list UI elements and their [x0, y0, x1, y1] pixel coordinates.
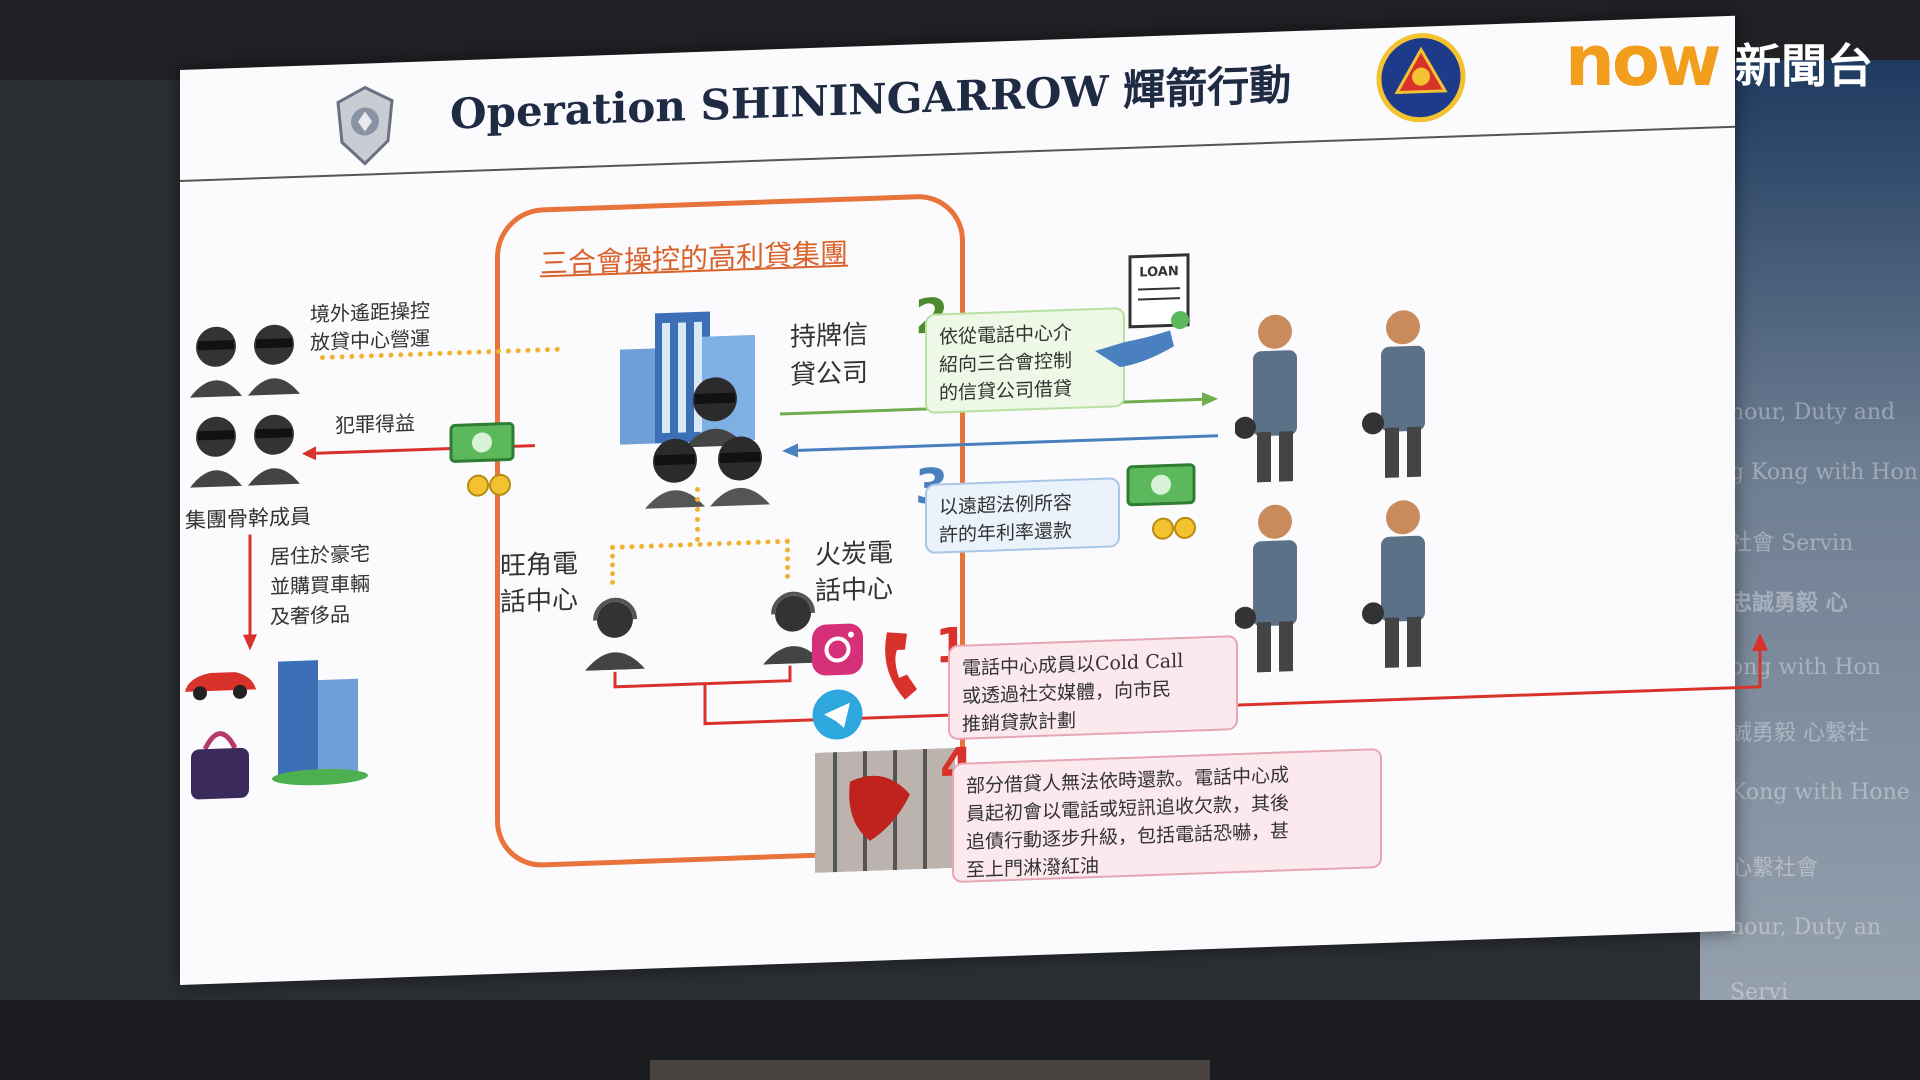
masked-criminals-icon — [645, 377, 770, 509]
crime-proceeds-label: 犯罪得益 — [335, 410, 415, 438]
backdrop-text: ong with Hon — [1730, 655, 1881, 680]
call-agent-icon — [763, 591, 823, 665]
phone-handset-icon — [885, 632, 917, 700]
backdrop-text: nour, Duty and — [1730, 400, 1896, 425]
presentation-slide: Operation SHININGARROW 輝箭行動 三合會操控的高利貸集團 … — [180, 15, 1768, 986]
borrowers-icon — [1235, 310, 1425, 673]
backdrop-text: 誠勇毅 心繫社 — [1730, 721, 1869, 746]
money-icon — [449, 422, 515, 497]
podium — [650, 1060, 1210, 1080]
backdrop-text: g Kong with Hon — [1730, 460, 1918, 485]
dotted-link — [610, 544, 615, 585]
call-agent-icon — [585, 597, 645, 671]
step3-callout: 以遠超法例所容 許的年利率還款 — [925, 477, 1120, 554]
broadcaster-logo: now — [1565, 20, 1722, 102]
step3-arrow — [782, 434, 1218, 458]
dotted-link — [695, 486, 700, 543]
backdrop-text: 社會 Servin — [1730, 531, 1854, 556]
loan-document-icon: LOAN — [1095, 253, 1190, 368]
title-divider — [180, 125, 1735, 182]
channel-name: 新聞台 — [1735, 39, 1873, 93]
backdrop-banner: nour, Duty and g Kong with Hon 社會 Servin… — [1700, 60, 1920, 1060]
step1-callout: 電話中心成員以Cold Call 或透過社交媒體，向市民 推銷貸款計劃 — [948, 635, 1238, 741]
loan-document-label: LOAN — [1139, 264, 1178, 280]
sports-car-icon — [185, 672, 256, 701]
call-center-mongkok-label: 旺角電 話中心 — [500, 549, 579, 618]
luxury-residence-icon — [272, 660, 368, 786]
backdrop-text: Kong with Hone — [1730, 780, 1910, 805]
remote-control-label: 境外遙距操控 放貸中心營運 — [310, 298, 430, 355]
slide-title: Operation SHININGARROW 輝箭行動 — [450, 60, 1292, 139]
telegram-icon — [812, 689, 863, 740]
repayment-money-icon — [1126, 463, 1196, 540]
luxury-handbag-icon — [191, 731, 249, 800]
backdrop-text: nour, Duty an — [1730, 915, 1882, 940]
backdrop-text: 忠誠勇毅 心 — [1730, 590, 1848, 616]
lifestyle-arrow — [243, 534, 257, 651]
dotted-link — [785, 538, 790, 579]
instagram-icon — [812, 623, 863, 676]
core-members-icon — [190, 324, 300, 488]
backdrop-text: 心繫社會 — [1730, 856, 1819, 881]
core-members-label: 集團骨幹成員 — [185, 504, 311, 533]
red-paint-photo — [815, 747, 955, 873]
step4-callout: 部分借貸人無法依時還款。電話中心成 員起初會以電話或短訊追收欠款，其後 追債行動… — [952, 748, 1382, 884]
unit-badge-icon — [1376, 33, 1466, 123]
lifestyle-label: 居住於豪宅 並購買車輛 及奢侈品 — [270, 541, 370, 629]
police-crest-icon — [336, 85, 394, 166]
licensed-company-label: 持牌信 貸公司 — [790, 319, 869, 391]
